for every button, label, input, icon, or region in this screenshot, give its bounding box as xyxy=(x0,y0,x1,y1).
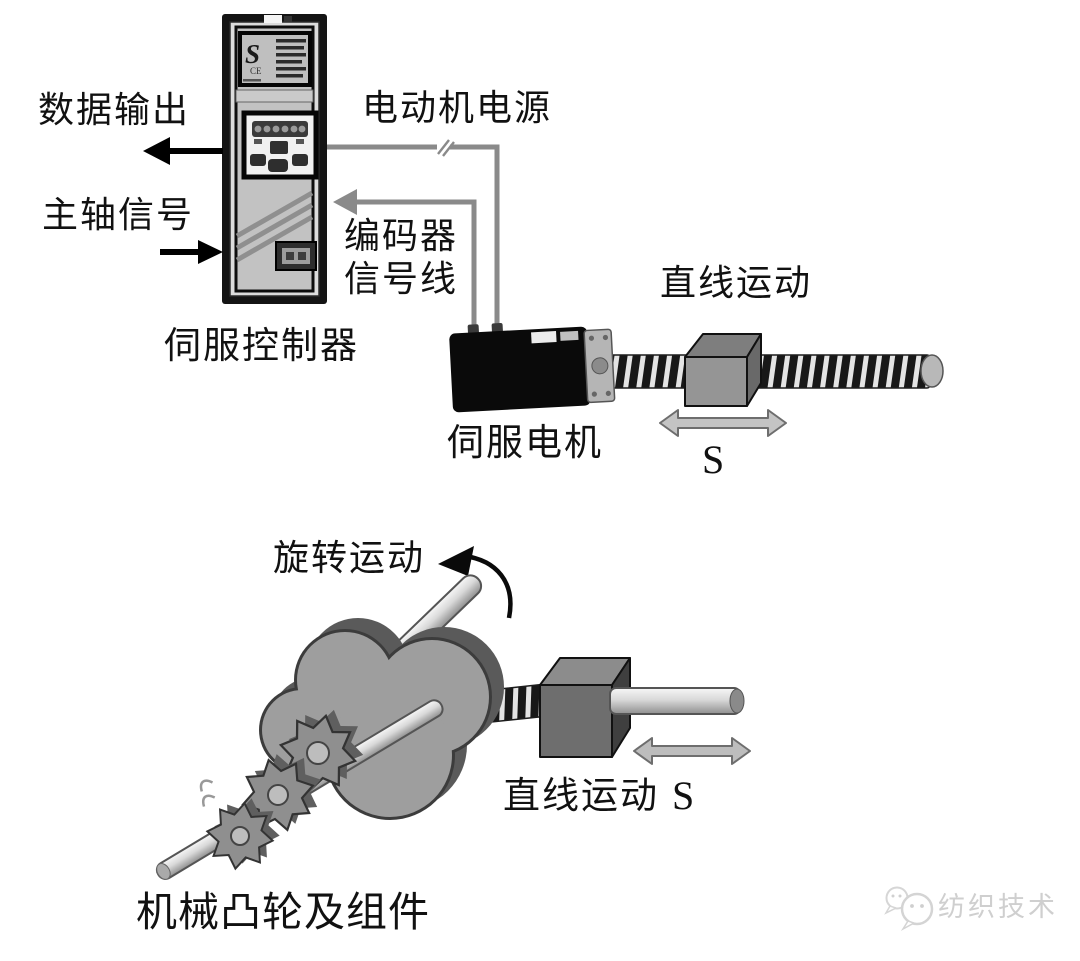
motor-flange xyxy=(583,328,616,404)
shaft-break-mark xyxy=(199,779,216,807)
keypad-button xyxy=(250,154,266,166)
cam-shaft-lower xyxy=(155,697,444,882)
keypad-button xyxy=(268,159,288,172)
data-output-arrow xyxy=(143,137,223,165)
stroke-arrow-top xyxy=(659,409,787,437)
screw-end-cap xyxy=(920,354,944,388)
watermark-chat-logo xyxy=(884,886,934,932)
keypad-button xyxy=(270,141,288,154)
controller-top-notch xyxy=(264,15,282,23)
keypad-button xyxy=(292,154,308,166)
encoder-signal-label-line2: 信号线 xyxy=(344,259,459,299)
encoder-signal-wire xyxy=(333,189,477,333)
rotary-motion-arrow xyxy=(438,546,513,619)
controller-vent-stripes xyxy=(235,190,314,263)
linear-motion-label-bottom: 直线运动 xyxy=(503,776,659,817)
brand-s-logo: S xyxy=(245,39,260,69)
wire-break-mark xyxy=(437,139,455,157)
servo-motor-label: 伺服电机 xyxy=(447,423,603,464)
controller-keypad xyxy=(241,110,319,180)
keypad-display xyxy=(252,121,308,137)
data-output-label: 数据输出 xyxy=(38,90,191,130)
ce-mark: CE xyxy=(250,66,262,76)
stroke-arrow-bottom xyxy=(633,737,751,765)
servo-controller-label: 伺服控制器 xyxy=(164,326,359,367)
cam-assembly-caption: 机械凸轮及组件 xyxy=(136,889,430,935)
servo-motor xyxy=(449,322,616,413)
star-cams xyxy=(203,702,371,873)
spindle-signal-label: 主轴信号 xyxy=(42,195,195,235)
motor-power-wire xyxy=(327,144,500,333)
encoder-signal-label-line1: 编码器 xyxy=(344,216,459,256)
spindle-signal-arrow xyxy=(160,240,223,264)
ball-screw-top xyxy=(605,354,944,389)
rotary-motion-label: 旋转运动 xyxy=(273,538,426,578)
nut-block-top xyxy=(684,333,762,407)
controller-connector xyxy=(275,241,317,271)
follower-rod xyxy=(609,687,745,715)
motor-power-label: 电动机电源 xyxy=(362,88,553,128)
stroke-symbol-top: S xyxy=(702,437,725,482)
linear-motion-label-top: 直线运动 xyxy=(660,263,813,303)
stroke-symbol-bottom: S xyxy=(672,773,695,818)
controller-nameplate: S CE xyxy=(238,31,312,87)
servo-controller: S CE xyxy=(222,14,327,304)
watermark-text: 纺织技术 xyxy=(938,892,1058,922)
